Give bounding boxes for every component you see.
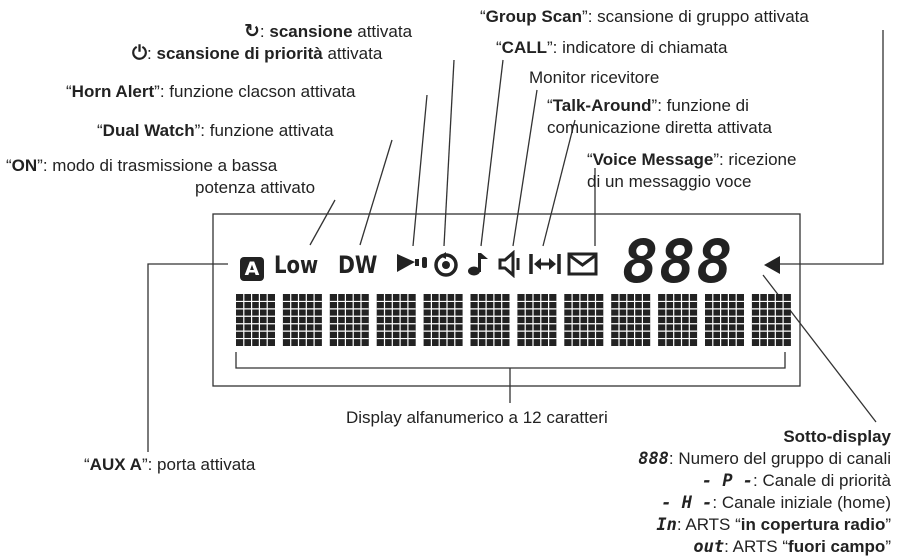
char-block — [329, 294, 369, 346]
sub-display-item: - H -: Canale iniziale (home) — [638, 492, 891, 514]
group-line — [780, 30, 884, 265]
sub-display-bold: fuori campo — [788, 537, 886, 556]
priority-scan-label: ⏻: scansione di priorità attivata — [132, 43, 383, 64]
sub-display-symbol: 888 — [638, 449, 669, 469]
sub-display-item: out: ARTS “fuori campo” — [638, 536, 891, 558]
on-line — [309, 199, 336, 246]
priority-scan-icon — [434, 252, 458, 277]
sub-display-item: 888: Numero del gruppo di canali — [638, 448, 891, 470]
sub-display-symbol: In — [656, 515, 677, 535]
dual-watch-indicator: DW — [338, 251, 378, 279]
char-block — [611, 294, 651, 346]
sub-display-text: : ARTS “ — [724, 537, 789, 556]
sub-display-text: : Canale iniziale (home) — [712, 493, 891, 512]
alnum-label: Display alfanumerico a 12 caratteri — [346, 408, 608, 427]
char-block — [517, 294, 557, 346]
low-power-indicator: Low — [274, 251, 319, 279]
char-block — [376, 294, 416, 346]
monitor-line — [512, 89, 538, 247]
scan-icon: ↻ — [244, 21, 260, 42]
sub-display-digits: 888 — [622, 227, 734, 297]
call-line — [480, 59, 504, 247]
alnum-character-row — [236, 294, 791, 346]
envelope-icon — [567, 252, 598, 276]
char-block — [282, 294, 322, 346]
dw-line — [359, 139, 393, 246]
group-scan-label: “Group Scan”: scansione di gruppo attiva… — [480, 7, 809, 26]
sub-display-end: ” — [885, 537, 891, 556]
aux-a-indicator: A — [240, 252, 264, 282]
horn-line — [412, 94, 428, 247]
char-block — [705, 294, 744, 346]
char-block — [564, 294, 604, 346]
on-label-line2: potenza attivato — [195, 178, 316, 197]
monitor-speaker-icon — [498, 250, 520, 278]
sub-display-text: : Numero del gruppo di canali — [668, 449, 891, 468]
sub-display-symbol: out — [693, 537, 725, 557]
char-block — [470, 294, 510, 346]
call-note-icon — [468, 253, 488, 276]
on-label: “ON”: modo di trasmissione a bassa — [6, 156, 278, 175]
sub-display-title: Sotto-display — [783, 427, 891, 446]
sub-display-item: In: ARTS “in copertura radio” — [638, 514, 891, 536]
char-block — [658, 294, 698, 346]
char-block — [751, 294, 791, 346]
talk-around-label-line2: comunicazione diretta attivata — [547, 118, 772, 137]
sub-display-text: : ARTS “ — [676, 515, 741, 534]
dual-watch-label: “Dual Watch”: funzione attivata — [97, 121, 334, 140]
talk-around-label: “Talk-Around”: funzione di — [547, 96, 749, 115]
priority-scan-small-icon: ⏻ — [132, 43, 148, 64]
priority-line — [443, 59, 455, 247]
horn-icon — [397, 254, 427, 272]
aux-line — [147, 263, 228, 452]
call-label: “CALL”: indicatore di chiamata — [496, 38, 728, 57]
sub-display-end: ” — [885, 515, 891, 534]
sub-display-symbol: - P - — [701, 471, 754, 491]
sub-display-list: 888: Numero del gruppo di canali- P -: C… — [638, 448, 891, 558]
sub-display-text: : Canale di priorità — [753, 471, 891, 490]
monitor-label: Monitor ricevitore — [529, 68, 660, 87]
aux-a-label: “AUX A”: porta attivata — [84, 455, 256, 474]
char-block — [423, 294, 463, 346]
sub-display-item: - P -: Canale di priorità — [638, 470, 891, 492]
sub-display-symbol: - H - — [661, 493, 713, 513]
voice-message-label-line2: di un messaggio voce — [587, 172, 752, 191]
sub-display-bold: in copertura radio — [740, 515, 886, 534]
triangle-left-icon — [764, 256, 780, 274]
talk-line — [542, 119, 576, 247]
horn-alert-label: “Horn Alert”: funzione clacson attivata — [66, 82, 356, 101]
voice-message-label: “Voice Message”: ricezione — [587, 150, 797, 169]
talk-around-icon — [529, 254, 561, 274]
alnum-bracket — [235, 352, 786, 369]
lcd-frame — [212, 213, 801, 387]
char-block — [236, 294, 275, 346]
scan-label: ↻: scansione attivata — [244, 21, 413, 42]
